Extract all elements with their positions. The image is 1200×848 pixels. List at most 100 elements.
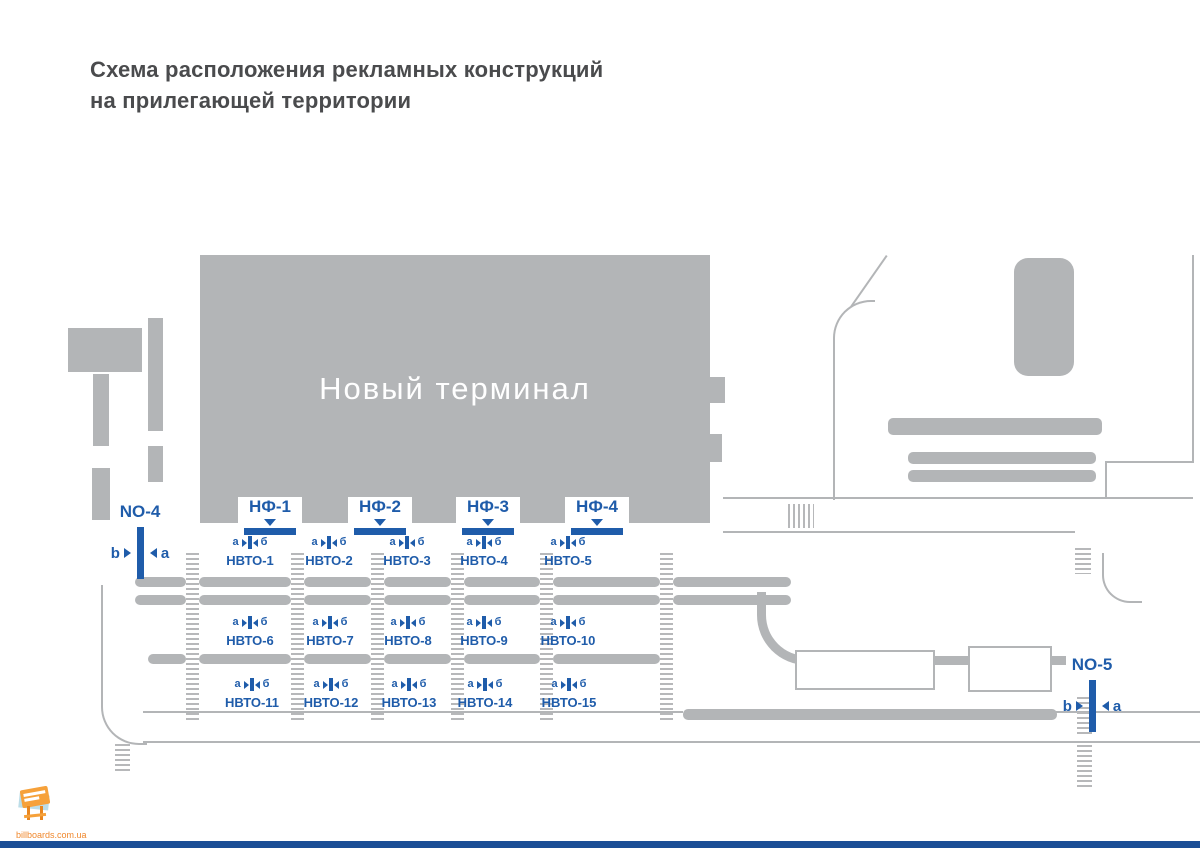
side-a-label: а <box>232 536 239 548</box>
brand-logo[interactable]: billboards.com.ua <box>16 784 106 840</box>
road-line <box>1056 711 1200 713</box>
arrow-right-icon <box>241 618 247 627</box>
arrow-left-icon <box>486 538 492 547</box>
building <box>68 328 142 372</box>
parking-row <box>464 595 540 605</box>
walkway-stripes <box>540 553 553 723</box>
billboard-bar <box>247 616 252 629</box>
parking-row <box>673 595 791 605</box>
arrow-right-icon <box>559 538 565 547</box>
arrow-left-icon <box>411 680 417 689</box>
building <box>92 468 110 520</box>
building <box>908 452 1096 464</box>
parking-row <box>553 595 660 605</box>
facade-id-label: НФ-2 <box>359 497 401 516</box>
parking-row <box>384 654 451 664</box>
road-line <box>101 585 147 745</box>
arrow-right-icon <box>475 618 481 627</box>
side-b-label: б <box>495 678 503 690</box>
side-a-label: а <box>466 616 473 628</box>
side-a-label: а <box>550 536 557 548</box>
parking-row <box>553 654 660 664</box>
nf-marker: НФ-2 <box>348 497 412 535</box>
billboard-id-label: НВТО-9 <box>460 633 508 648</box>
billboard-id-label: НВТО-1 <box>226 553 274 568</box>
arrow-left-icon <box>252 538 258 547</box>
nvto-station: а б НВТО-9 <box>438 616 530 648</box>
side-b-label: b <box>1062 697 1072 715</box>
side-b-label: б <box>494 536 502 548</box>
walkway-stripes <box>291 553 304 723</box>
billboard-id-label: НВТО-8 <box>384 633 432 648</box>
ab-direction-marker: b a <box>110 527 169 579</box>
ab-direction-marker: а б <box>235 678 269 691</box>
billboard-id-label: НВТО-4 <box>460 553 508 568</box>
ab-direction-marker: а б <box>389 536 424 549</box>
nvto-station: а б НВТО-8 <box>362 616 454 648</box>
walkway-stripes <box>660 553 673 723</box>
billboard-id-label: НВТО-3 <box>383 553 431 568</box>
side-a-label: а <box>389 536 396 548</box>
crosswalk <box>1075 548 1091 574</box>
side-a-label: а <box>550 616 557 628</box>
side-a-label: а <box>312 616 319 628</box>
road-line <box>723 531 1075 533</box>
nf-marker: НФ-4 <box>565 497 629 535</box>
nvto-station: а б НВТО-1 <box>204 536 296 568</box>
parking-row <box>199 577 291 587</box>
parking-row <box>464 577 540 587</box>
nvto-station: а б НВТО-14 <box>439 678 531 710</box>
arrow-down-icon <box>591 519 603 526</box>
parking-row <box>384 577 451 587</box>
side-b-label: б <box>341 678 349 690</box>
arrow-right-icon <box>243 680 249 689</box>
crosswalk <box>1077 745 1092 790</box>
nvto-station: а б НВТО-3 <box>361 536 453 568</box>
arrow-left-icon <box>570 618 576 627</box>
arrow-left-icon <box>409 538 415 547</box>
billboard-bar <box>481 536 486 549</box>
billboard-id-label: НВТО-2 <box>305 553 353 568</box>
walkway-stripes <box>451 553 464 723</box>
arrow-left-icon <box>332 618 338 627</box>
side-a-label: а <box>467 678 474 690</box>
arrow-right-icon <box>476 680 482 689</box>
arrow-left-icon <box>410 618 416 627</box>
bottom-accent-bar <box>0 841 1200 848</box>
facade-id-label: НФ-3 <box>467 497 509 516</box>
arrow-right-icon <box>123 548 131 558</box>
arrow-right-icon <box>559 618 565 627</box>
nf-marker: НФ-1 <box>238 497 302 535</box>
ab-direction-marker: а б <box>467 678 503 691</box>
nvto-station: а б НВТО-4 <box>438 536 530 568</box>
arrow-right-icon <box>398 538 404 547</box>
arrow-left-icon <box>571 680 577 689</box>
side-b-label: б <box>419 678 427 690</box>
no5-marker: NO-5 b a <box>1052 655 1132 732</box>
side-b-label: б <box>494 616 502 628</box>
billboard-id-label: НВТО-7 <box>306 633 354 648</box>
billboard-bar <box>249 678 254 691</box>
billboard-id-label: NO-4 <box>119 502 161 521</box>
billboard-bar <box>482 678 487 691</box>
side-a-label: а <box>466 536 473 548</box>
facade-billboard-bar <box>244 528 296 535</box>
arrow-down-icon <box>264 519 276 526</box>
side-b-label: b <box>110 544 120 562</box>
side-b-label: б <box>260 536 268 548</box>
arrow-left-icon <box>333 680 339 689</box>
billboard-id-label: НВТО-15 <box>541 695 597 710</box>
no4-marker: NO-4 b a <box>100 502 180 579</box>
terminal-annex <box>710 377 725 403</box>
ab-direction-marker: а б <box>314 678 349 691</box>
side-a-label: а <box>311 536 318 548</box>
ab-direction-marker: а б <box>550 616 585 629</box>
nvto-station: а б НВТО-6 <box>204 616 296 648</box>
road-line <box>1192 255 1194 463</box>
facade-billboard-bar <box>462 528 514 535</box>
billboard-bar <box>566 678 571 691</box>
road-line <box>1105 461 1107 499</box>
billboard-bar <box>404 536 409 549</box>
billboard-bar <box>1088 680 1096 732</box>
nvto-station: а б НВТО-11 <box>206 678 298 710</box>
